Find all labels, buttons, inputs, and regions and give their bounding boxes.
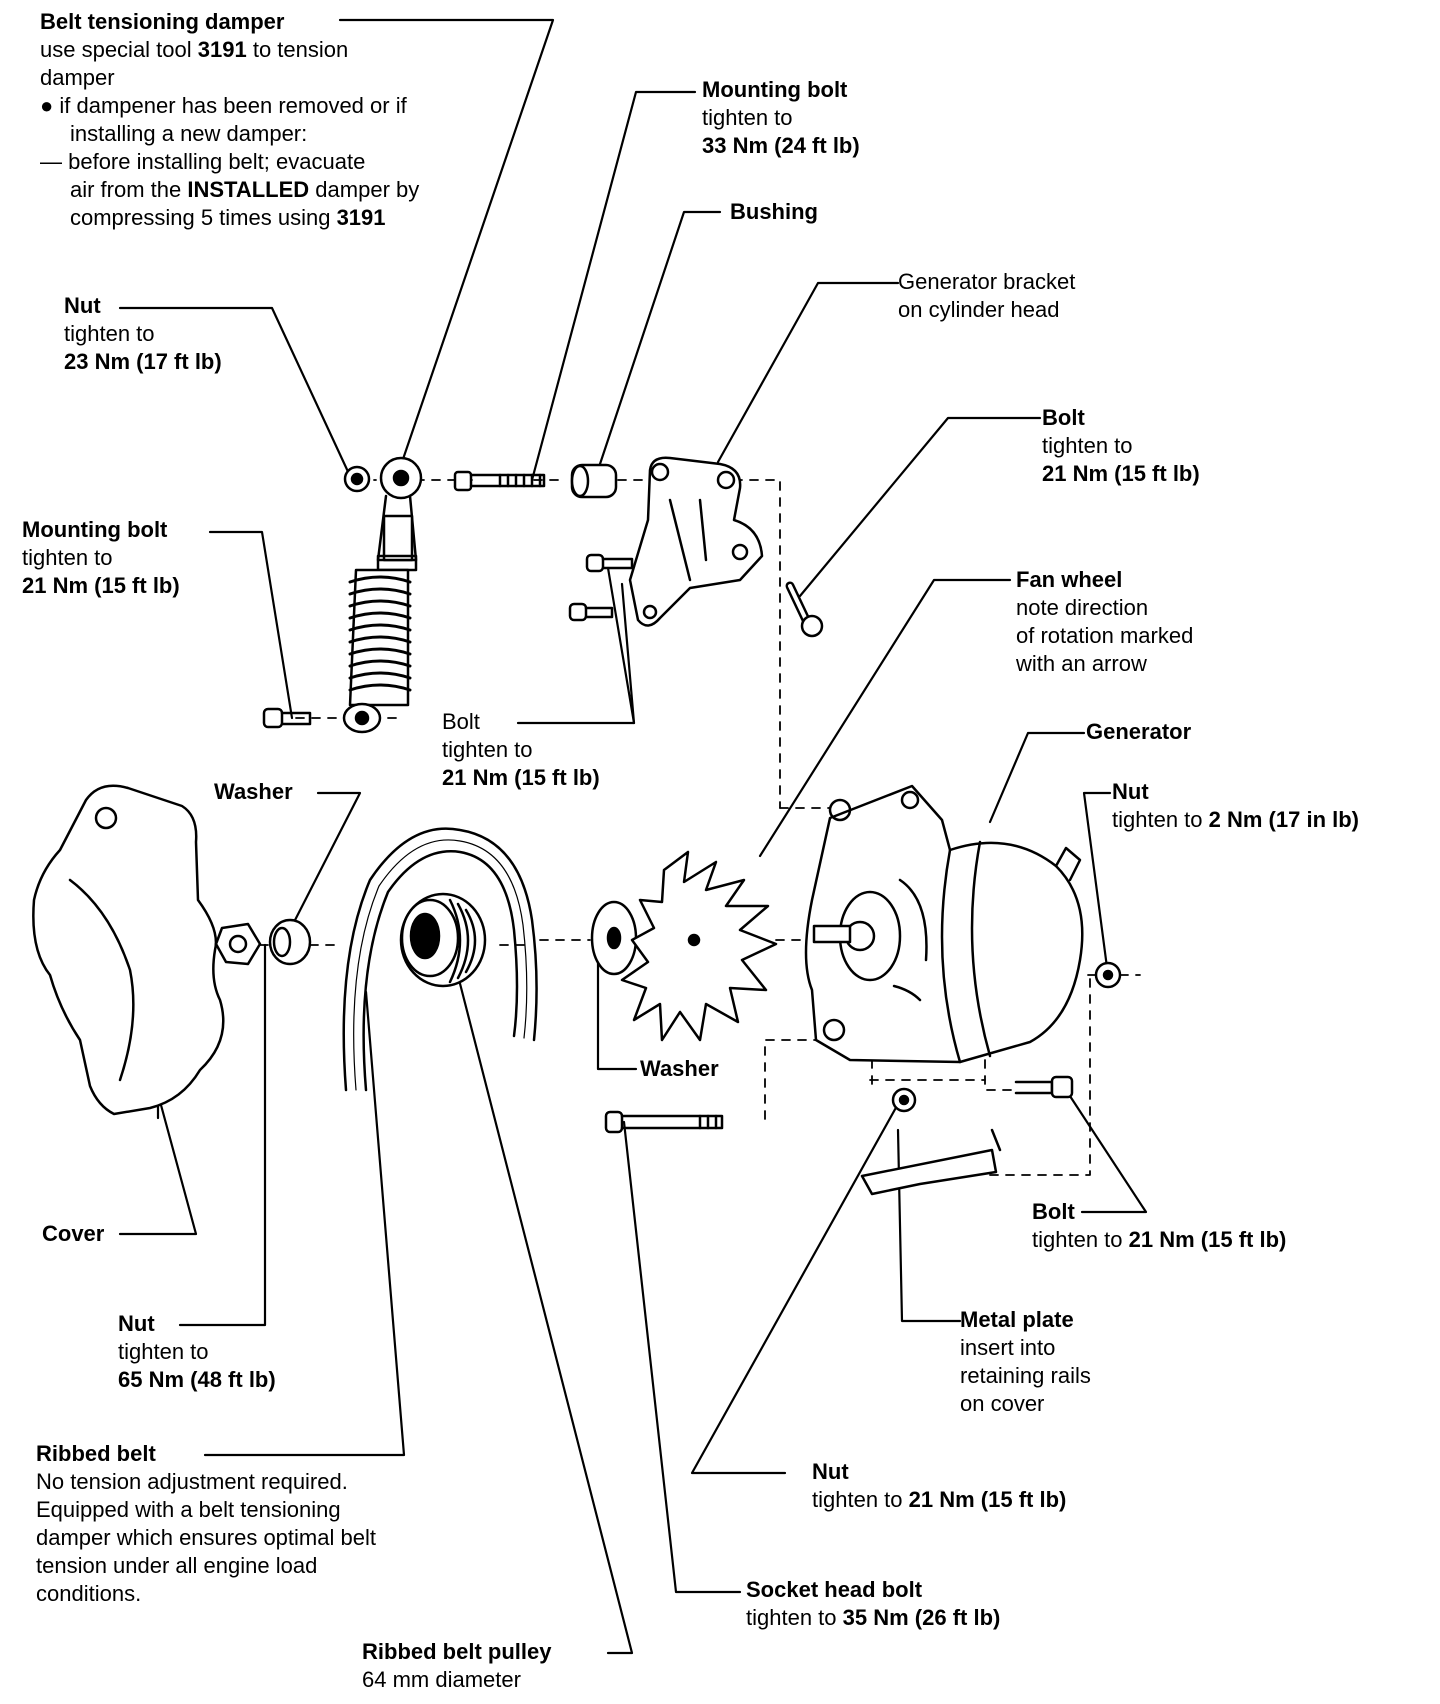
generator-bracket-part — [628, 456, 764, 627]
nut-23nm-part — [343, 465, 371, 493]
label-bolt-bracket-right: Bolt tighten to 21 Nm (15 ft lb) — [1042, 405, 1200, 486]
mounting-bolt-33nm-part — [453, 470, 546, 492]
label-line: ● if dampener has been removed or if — [40, 93, 407, 118]
ribbed-belt-part — [342, 827, 538, 1092]
label-belt-tensioning-damper: Belt tensioning damper use special tool … — [40, 8, 419, 232]
metal-plate-part — [860, 1128, 1002, 1196]
socket-head-bolt-part — [604, 1110, 724, 1134]
ribbed-belt-pulley-part — [399, 892, 487, 988]
label-bushing: Bushing — [730, 199, 818, 224]
washer-top-part — [268, 918, 312, 966]
label-line: use special tool 3191 to tension — [40, 37, 349, 62]
label-title: Belt tensioning damper — [40, 9, 285, 34]
label-nut-2nm: Nut tighten to 2 Nm (17 in lb) — [1112, 779, 1359, 832]
belt-tensioning-damper — [342, 456, 423, 734]
washer-bottom-part — [590, 900, 638, 976]
label-nut-65nm: Nut tighten to 65 Nm (48 ft lb) — [118, 1311, 276, 1392]
label-ribbed-belt-pulley: Ribbed belt pulley 64 mm diameter — [362, 1639, 552, 1692]
label-washer-top: Washer — [214, 779, 293, 804]
label-line: damper — [40, 65, 115, 90]
label-nut-23nm: Nut tighten to 23 Nm (17 ft lb) — [64, 293, 222, 374]
label-line: compressing 5 times using 3191 — [70, 205, 386, 230]
label-mounting-bolt-left: Mounting bolt tighten to 21 Nm (15 ft lb… — [22, 517, 180, 598]
label-socket-head-bolt: Socket head bolt tighten to 35 Nm (26 ft… — [746, 1577, 1001, 1630]
label-cover: Cover — [42, 1221, 105, 1246]
mounting-bolt-21nm-part — [262, 707, 312, 729]
label-nut-bottom: Nut tighten to 21 Nm (15 ft lb) — [812, 1459, 1067, 1512]
label-bolt-bracket-lower: Bolt tighten to 21 Nm (15 ft lb) — [442, 709, 600, 790]
label-ribbed-belt: Ribbed belt No tension adjustment requir… — [36, 1441, 376, 1606]
label-bolt-lower-right: Bolt tighten to 21 Nm (15 ft lb) — [1032, 1199, 1287, 1252]
nut-65nm-part — [214, 922, 262, 966]
label-generator-bracket: Generator bracket on cylinder head — [898, 269, 1076, 322]
label-generator: Generator — [1086, 719, 1192, 744]
fan-wheel-part — [620, 850, 778, 1042]
label-line: installing a new damper: — [70, 121, 308, 146]
cover-part — [32, 784, 225, 1116]
label-line: air from the INSTALLED damper by — [70, 177, 420, 202]
bushing-part — [570, 463, 618, 499]
label-mounting-bolt-top: Mounting bolt tighten to 33 Nm (24 ft lb… — [702, 77, 860, 158]
label-fan-wheel: Fan wheel note direction of rotation mar… — [1016, 567, 1194, 676]
label-washer-bottom: Washer — [640, 1056, 719, 1081]
label-metal-plate: Metal plate insert into retaining rails … — [960, 1307, 1091, 1416]
leader-lines — [118, 18, 1148, 1655]
nut-2nm-part — [1094, 961, 1122, 989]
bolt-lower-right-part — [1014, 1075, 1074, 1099]
bracket-bolts — [568, 553, 824, 638]
nut-bottom-part — [891, 1087, 917, 1113]
label-line: — before installing belt; evacuate — [40, 149, 366, 174]
generator-part — [804, 784, 1084, 1064]
